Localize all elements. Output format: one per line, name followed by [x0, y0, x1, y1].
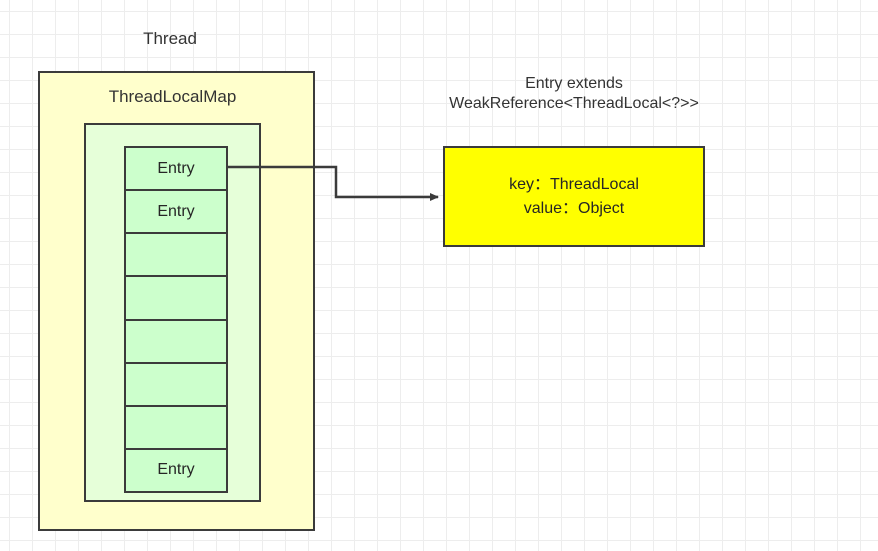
thread-label: Thread [143, 29, 197, 48]
entry-table[interactable]: Entry Entry Entry [124, 146, 228, 493]
entry-cell[interactable] [126, 363, 226, 407]
entry-cell[interactable] [126, 406, 226, 450]
entry-key-line: key：ThreadLocal [509, 176, 639, 194]
entry-cell[interactable] [126, 234, 226, 278]
entry-cell[interactable]: Entry [126, 449, 226, 491]
thread-local-map-label: ThreadLocalMap [108, 87, 237, 106]
entry-cell[interactable]: Entry [126, 148, 226, 192]
entry-cell[interactable] [126, 320, 226, 364]
entry-cell[interactable] [126, 277, 226, 321]
entry-value-line: value：Object [523, 199, 625, 217]
entry-detail-box[interactable]: key：ThreadLocal value：Object [443, 146, 705, 247]
entry-cell[interactable]: Entry [126, 191, 226, 235]
entry-class-label: Entry extends WeakReference<ThreadLocal<… [449, 75, 699, 112]
